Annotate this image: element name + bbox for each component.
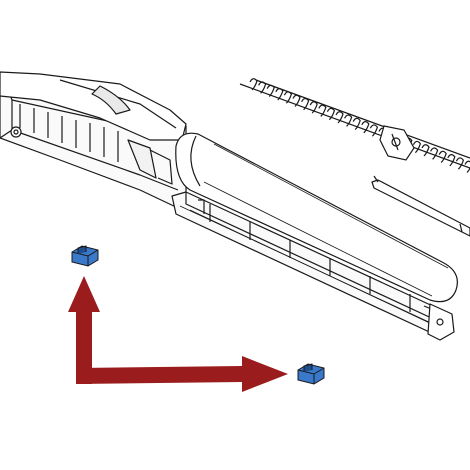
worm-screw (239, 78, 470, 173)
end-stop-bottom-right (297, 363, 325, 385)
end-stop-top-left (71, 245, 99, 267)
top-cover (0, 71, 187, 141)
screw-threads (249, 78, 470, 173)
bracket-bar (371, 175, 470, 237)
motor-body (175, 132, 458, 303)
arrow-up (68, 276, 100, 384)
rail-channel (171, 191, 455, 341)
arrow-group (68, 276, 288, 392)
arrow-right (76, 356, 288, 392)
